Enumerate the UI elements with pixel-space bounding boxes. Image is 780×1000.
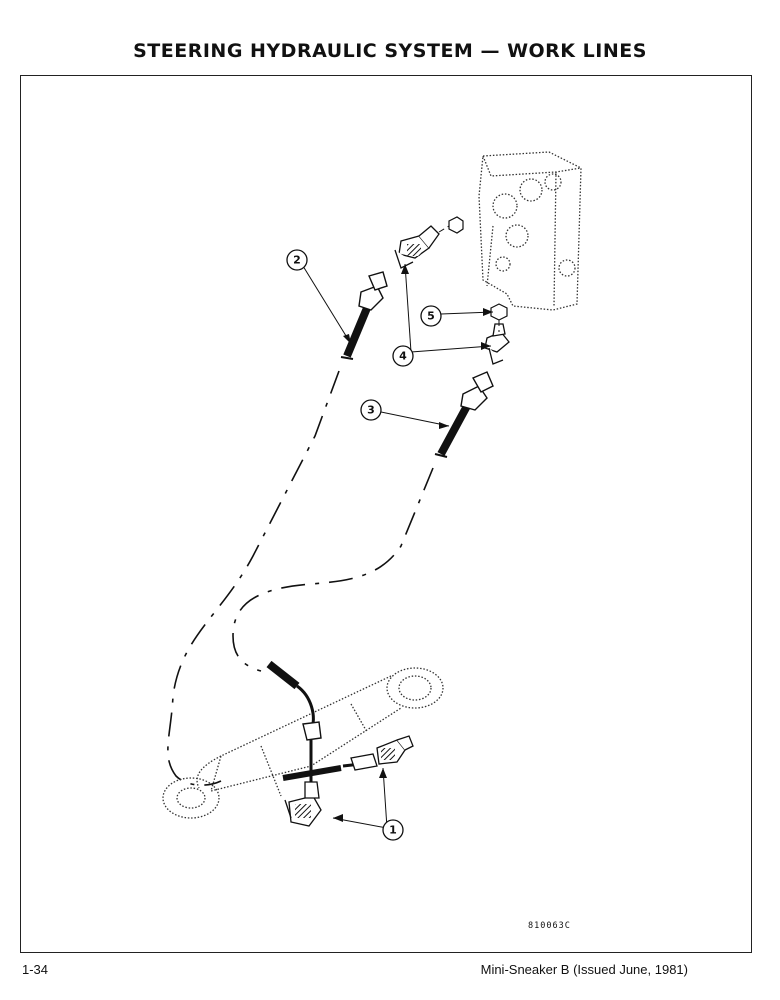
- control-valve: [478, 151, 582, 311]
- cylinder-hose: [266, 660, 362, 782]
- callout-2-label: 2: [293, 254, 301, 267]
- manual-edition: Mini-Sneaker B (Issued June, 1981): [480, 962, 688, 977]
- hydraulic-diagram: 1 2 3 4 5: [162, 151, 582, 841]
- leader-arrowheads: [333, 264, 493, 822]
- cylinder-fitting-upper: [350, 735, 414, 771]
- illustration-frame: 1 2 3 4 5 810063C: [20, 75, 752, 953]
- steering-cylinder: [162, 667, 444, 819]
- callout-1-label: 1: [389, 824, 397, 837]
- cylinder-fitting-lower: [284, 781, 322, 827]
- page-title: STEERING HYDRAULIC SYSTEM — WORK LINES: [133, 40, 647, 62]
- leader-lines: [302, 263, 494, 829]
- page-number: 1-34: [22, 962, 49, 977]
- callout-5-label: 5: [427, 310, 435, 323]
- callout-3-label: 3: [367, 404, 375, 417]
- callout-5: 5: [420, 305, 442, 327]
- figure-code: 810063C: [528, 921, 571, 931]
- elbow-fitting-lower: [484, 323, 510, 365]
- callout-1: 1: [382, 819, 404, 841]
- hose-3: [434, 371, 494, 458]
- callout-2: 2: [286, 249, 308, 271]
- callout-3: 3: [360, 399, 382, 421]
- callout-4: 4: [392, 345, 414, 367]
- hose-2-route: [167, 370, 340, 786]
- hose-2: [340, 271, 388, 360]
- adapter-upper: [448, 216, 464, 234]
- callout-4-label: 4: [399, 350, 407, 363]
- hose-3-route: [232, 467, 434, 672]
- adapter-lower: [490, 303, 508, 321]
- elbow-fitting-upper: [394, 225, 440, 269]
